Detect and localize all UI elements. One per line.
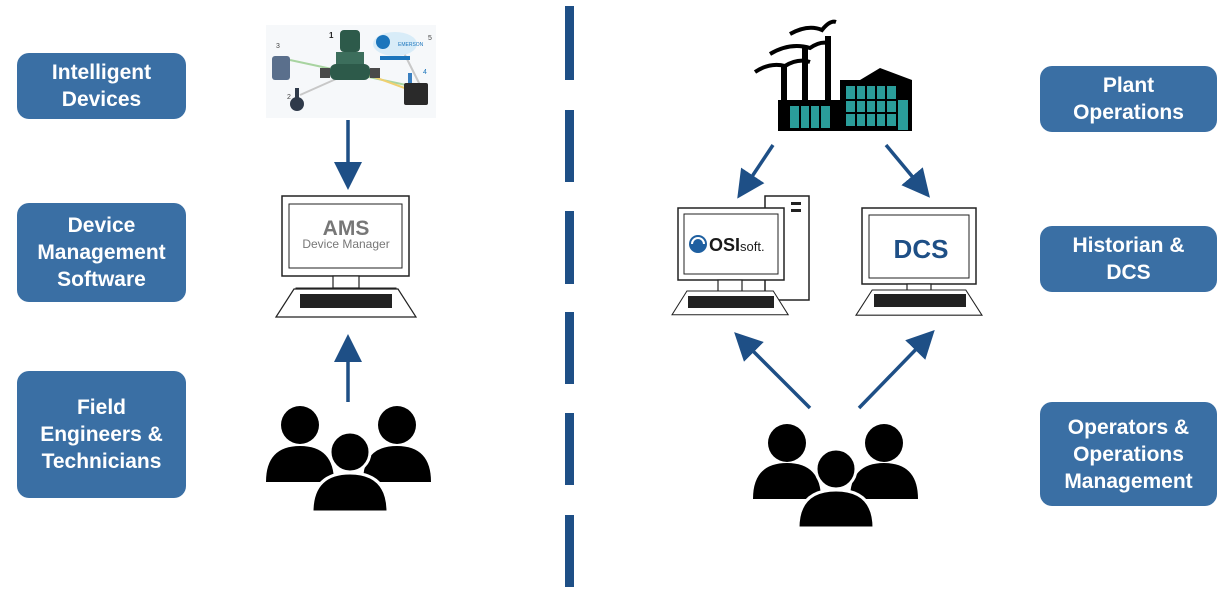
divider-dash <box>565 110 574 182</box>
factory-icon <box>753 19 912 131</box>
device-brand-text: EMERSON <box>398 42 424 48</box>
arrow-factory-to-dcs <box>884 143 930 198</box>
field-engineers-people-icon <box>266 406 431 514</box>
operators-people-icon <box>753 424 918 530</box>
device-number: 5 <box>428 35 432 42</box>
device-number: 4 <box>423 69 427 76</box>
historian-dcs-label: Historian &DCS <box>1040 226 1217 292</box>
arrow-operators-to-osisoft <box>734 332 812 410</box>
dcs-screen-text: DCS <box>894 234 949 264</box>
divider-dash <box>565 515 574 587</box>
divider-dash <box>565 6 574 80</box>
divider-dash <box>565 413 574 485</box>
divider-dash <box>565 211 574 284</box>
osisoft-logo-bold: OSI <box>709 235 740 255</box>
arrow-factory-to-osisoft <box>737 144 775 199</box>
device-number: 2 <box>287 94 291 101</box>
arrow-operators-to-dcs <box>857 329 935 410</box>
dcs-computer: DCS <box>855 207 983 316</box>
divider-dash <box>565 312 574 384</box>
device-number: 1 <box>329 31 334 40</box>
osisoft-logo-light: soft. <box>740 239 765 254</box>
ams-subtitle-text: Device Manager <box>302 237 389 251</box>
ams-computer: AMS Device Manager <box>275 195 417 318</box>
device-number: 3 <box>276 43 280 50</box>
intelligent-devices-illustration: EMERSON 1 2 3 4 5 <box>266 25 436 118</box>
ams-logo-text: AMS <box>323 217 370 240</box>
osisoft-computer: OSI soft. <box>671 195 810 316</box>
